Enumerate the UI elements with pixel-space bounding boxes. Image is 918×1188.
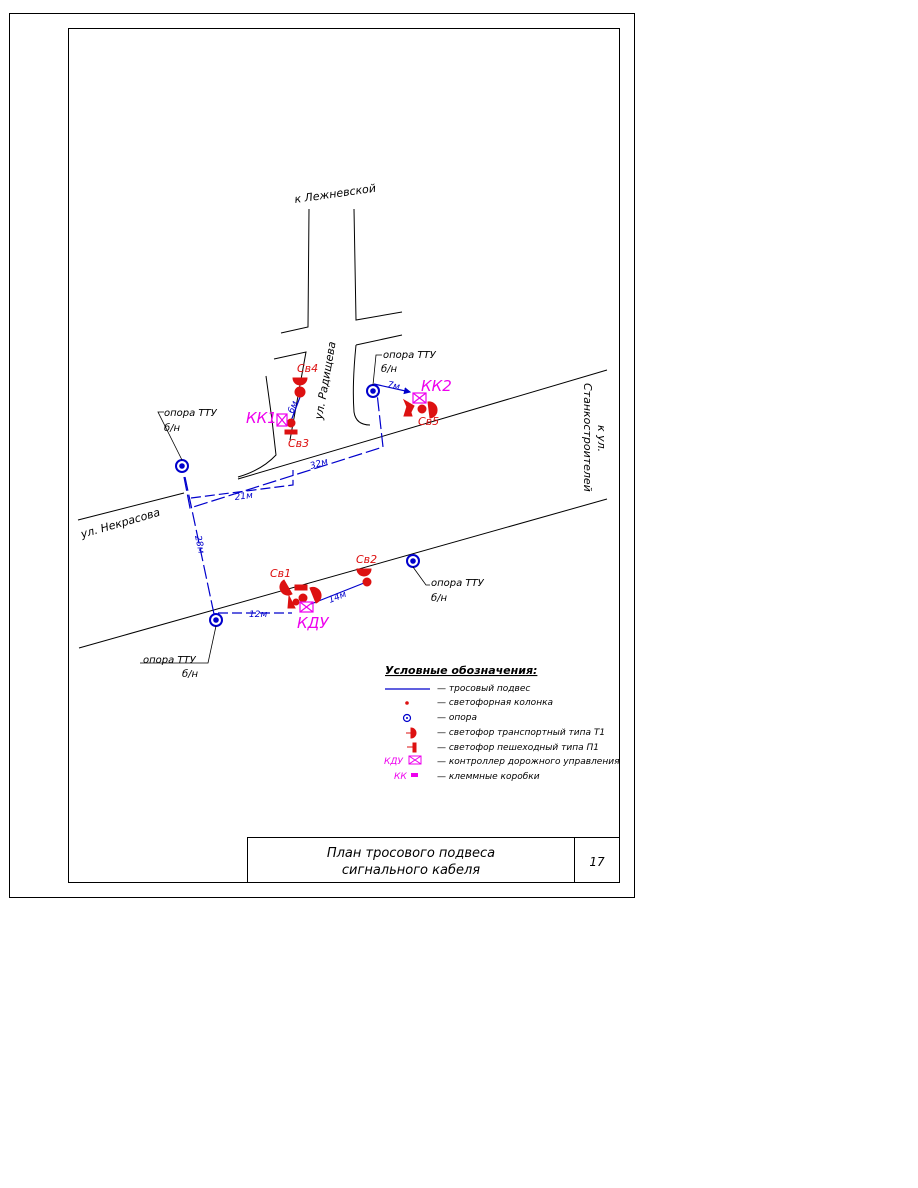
- kk1-box-icon: [276, 413, 288, 427]
- legend-item-5: — контроллер дорожного управления: [437, 757, 620, 767]
- label-sv3: Св3: [288, 437, 309, 450]
- legend-item-2: — опора: [437, 713, 477, 723]
- legend-item-0: — тросовый подвес: [437, 684, 530, 694]
- cable-7m: [373, 383, 412, 395]
- legend-symbol-kk: КК: [394, 772, 407, 782]
- outer-frame: [9, 13, 635, 898]
- legend-pole-icon: [402, 713, 412, 723]
- road-nekrasova-lower-edge: [78, 498, 608, 649]
- kk2-box-icon: [412, 392, 427, 404]
- label-kk2: КК2: [421, 377, 452, 395]
- cable-lines: [183, 383, 412, 615]
- legend-item-4: — светофор пешеходный типа П1: [437, 743, 599, 753]
- label-to-stanko-1: к ул.: [595, 425, 608, 452]
- roads: [77, 208, 608, 649]
- dist-6m: 6м: [287, 400, 301, 416]
- road-radishcheva-right-upper: [353, 208, 403, 321]
- cable-21m: [190, 470, 294, 499]
- kdu-box-icon: [299, 601, 314, 613]
- title-line-1: План тросового подвеса: [327, 846, 495, 861]
- legend-item-3: — светофор транспортный типа Т1: [437, 728, 605, 738]
- dist-12m: 12м: [249, 610, 267, 620]
- cable-28m: [184, 476, 215, 615]
- dist-28m: 28м: [192, 535, 206, 555]
- legend-kk-icon: [411, 773, 418, 777]
- road-radishcheva-left-upper: [280, 208, 310, 334]
- dist-32m: 32м: [309, 457, 330, 472]
- sv2-signal-icon: [356, 568, 372, 577]
- cable-6m: [290, 396, 301, 422]
- pole-left-label-1: опора ТТУ: [164, 408, 218, 419]
- dist-21m: 21м: [234, 491, 254, 503]
- label-sv1: Св1: [270, 567, 291, 580]
- road-right-curb: [352, 334, 403, 426]
- devices: [279, 377, 438, 609]
- legend-item-1: — светофорная колонка: [437, 698, 553, 708]
- label-sv4: Св4: [297, 362, 318, 375]
- label-sv5: Св5: [418, 415, 439, 428]
- title-block: План тросового подвеса сигнального кабел…: [247, 837, 620, 883]
- dist-7m: 7м: [386, 380, 401, 392]
- sheet-number: 17: [589, 855, 605, 869]
- label-to-lezhnevskoy: к Лежневской: [294, 182, 377, 206]
- road-left-curb: [237, 375, 277, 478]
- legend-symbol-kdu: КДУ: [384, 757, 403, 767]
- pole-top-label-2: б/н: [381, 363, 398, 375]
- legend-kdu-icon: [408, 755, 422, 765]
- label-ul-nekrasova: ул. Некрасова: [78, 506, 162, 541]
- pole-left-label-2: б/н: [164, 422, 181, 434]
- pole-top-label-1: опора ТТУ: [383, 350, 437, 361]
- legend-column-icon: [405, 701, 409, 705]
- legend-p1-icon: [407, 742, 417, 753]
- label-kdu: КДУ: [297, 614, 329, 632]
- pole-right-label-2: б/н: [431, 592, 448, 604]
- legend-item-6: — клеммные коробки: [437, 772, 540, 782]
- legend-t1-icon: [406, 727, 417, 739]
- pole-bottom-label-1: опора ТТУ: [143, 655, 197, 666]
- label-ul-radishcheva: ул. Радищева: [312, 340, 339, 421]
- controllers: [276, 392, 427, 613]
- label-kk1: КК1: [246, 409, 277, 427]
- cable-32m: [183, 392, 384, 509]
- pole-bottom-label-2: б/н: [182, 668, 199, 680]
- pole-right-label-1: опора ТТУ: [431, 578, 485, 589]
- sv1-signal-icon: [279, 579, 293, 596]
- legend-title: Условные обозначения:: [385, 664, 537, 677]
- title-line-2: сигнального кабеля: [342, 863, 480, 878]
- sv4-signal-icon: [292, 377, 308, 386]
- inner-frame: [68, 28, 620, 883]
- label-to-stanko-2: Станкостроителей: [581, 383, 594, 492]
- leaders: [140, 354, 430, 664]
- sv3-ped-signal-icon: [284, 429, 298, 435]
- road-nekrasova-upper-edge: [77, 369, 608, 521]
- label-sv2: Св2: [356, 553, 377, 566]
- dist-14m: 14м: [327, 590, 348, 606]
- legend: Условные обозначения: — тросовый подвес …: [384, 664, 620, 782]
